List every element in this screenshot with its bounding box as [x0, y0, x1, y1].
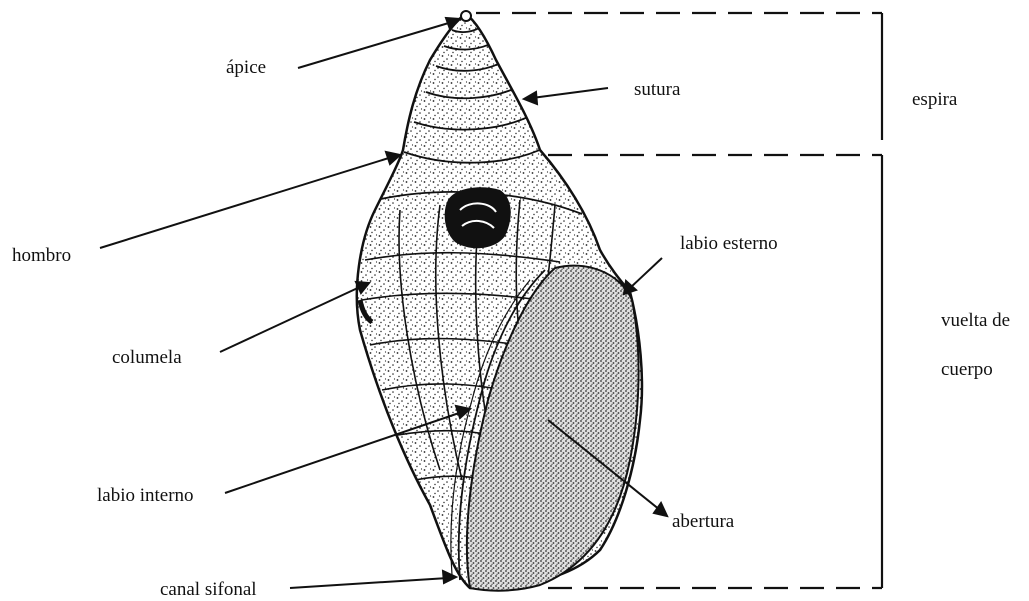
arrow-canal-sifonal	[290, 578, 448, 588]
label-espira: espira	[912, 90, 957, 109]
label-columela: columela	[112, 348, 182, 367]
arrow-columela	[220, 286, 362, 352]
label-vuelta-de: vuelta de	[941, 311, 1010, 330]
arrow-sutura	[532, 88, 608, 98]
arrow-labio-esterno	[630, 258, 662, 288]
label-apice: ápice	[226, 58, 266, 77]
label-labio-esterno: labio esterno	[680, 234, 778, 253]
apex-tip	[461, 11, 471, 21]
label-cuerpo: cuerpo	[941, 360, 993, 379]
label-hombro: hombro	[12, 246, 71, 265]
label-labio-interno: labio interno	[97, 486, 194, 505]
label-canal-sifonal: canal sifonal	[160, 580, 257, 599]
arrow-hombro	[100, 157, 392, 248]
label-abertura: abertura	[672, 512, 734, 531]
columella-marking	[445, 187, 511, 248]
label-sutura: sutura	[634, 80, 680, 99]
